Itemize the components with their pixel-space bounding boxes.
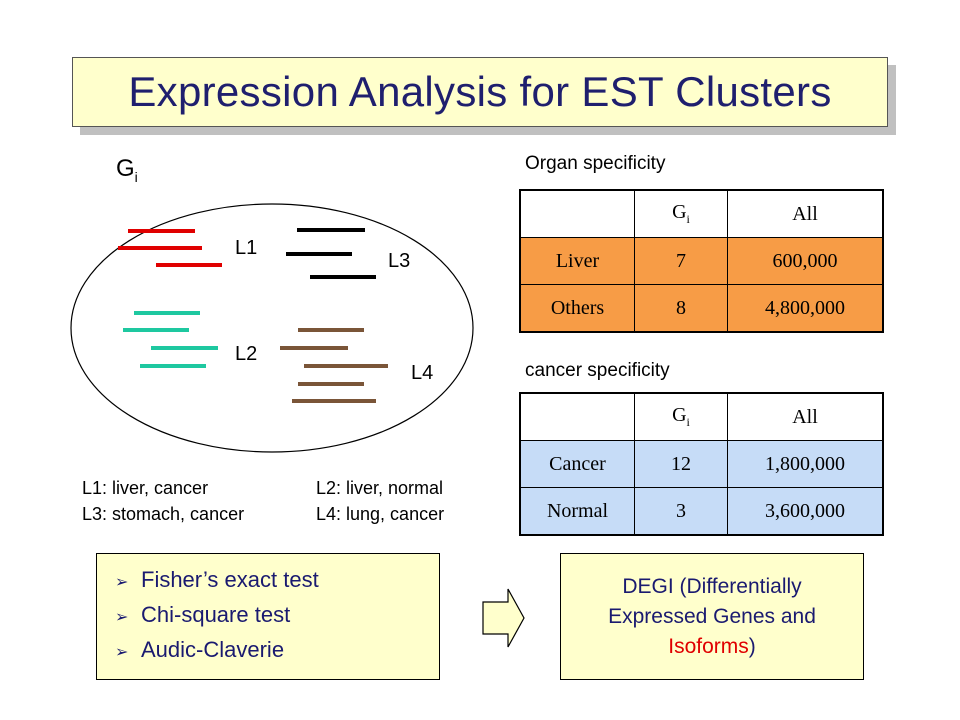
row-all: 4,800,000 [727,284,884,333]
library-label-l3: L3 [388,250,411,272]
row-label: Normal [519,487,635,536]
table-header-row: Gi All [519,392,884,441]
row-label: Cancer [519,440,635,488]
library-label-l1: L1 [235,237,258,259]
table-cell [519,392,635,441]
library-l3-ests [286,228,376,279]
tests-box: ➢Fisher’s exact test ➢Chi-square test ➢A… [96,553,440,680]
row-label: Liver [519,237,635,285]
degi-box: DEGI (Differentially Expressed Genes and… [560,553,864,680]
table-header-row: Gi All [519,189,884,238]
library-label-l2: L2 [235,343,258,365]
row-all: 1,800,000 [727,440,884,488]
list-item: ➢Chi-square test [115,599,439,634]
legend-l2: L2: liver, normal [316,478,444,498]
row-gi: 7 [634,237,728,285]
table-header-gi: Gi [634,392,728,441]
arrow-bullet-icon: ➢ [115,644,129,661]
cluster-label: Gi [116,155,138,185]
right-arrow-icon [482,588,525,648]
row-label: Others [519,284,635,333]
table-header-gi: Gi [634,189,728,238]
cluster-ellipse [70,203,474,453]
library-l4-ests [280,328,388,403]
row-gi: 12 [634,440,728,488]
organ-title: Organ specificity [525,153,666,174]
page-title: Expression Analysis for EST Clusters [128,68,832,115]
table-header-all: All [727,392,884,441]
legend-l3: L3: stomach, cancer [82,504,245,524]
table-header-all: All [727,189,884,238]
table-cell [519,189,635,238]
legend-l1: L1: liver, cancer [82,478,209,498]
row-all: 3,600,000 [727,487,884,536]
title-box: Expression Analysis for EST Clusters [72,57,888,127]
table-row: Normal 3 3,600,000 [519,487,884,536]
list-item: ➢Audic-Claverie [115,634,439,669]
legend-l4: L4: lung, cancer [316,504,445,524]
cancer-title: cancer specificity [525,360,670,381]
arrow-bullet-icon: ➢ [115,609,129,626]
row-gi: 8 [634,284,728,333]
degi-line-2: Expressed Genes and [608,604,816,628]
cancer-table: Gi All Cancer 12 1,800,000 Normal 3 3,60… [519,392,884,536]
library-label-l4: L4 [411,362,434,384]
library-l1-ests [118,229,222,267]
degi-line-3: Isoforms) [668,634,756,658]
row-all: 600,000 [727,237,884,285]
row-gi: 3 [634,487,728,536]
table-row: Others 8 4,800,000 [519,284,884,333]
degi-line-1: DEGI (Differentially [622,574,802,598]
arrow-bullet-icon: ➢ [115,574,129,591]
table-row: Liver 7 600,000 [519,237,884,285]
organ-table: Gi All Liver 7 600,000 Others 8 4,800,00… [519,189,884,333]
library-l2-ests [123,311,218,368]
list-item: ➢Fisher’s exact test [115,564,439,599]
table-row: Cancer 12 1,800,000 [519,440,884,488]
